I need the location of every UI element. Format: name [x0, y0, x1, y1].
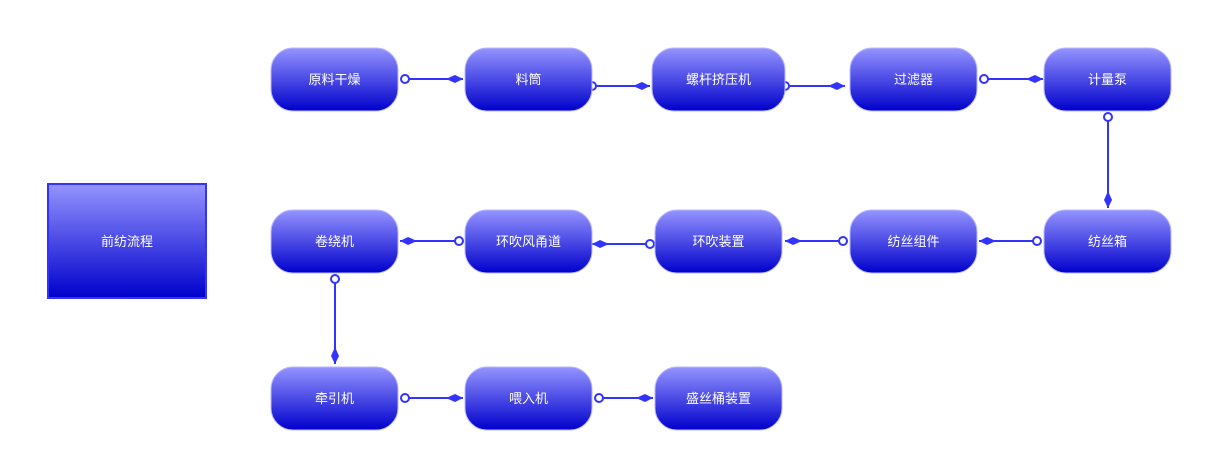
- node-n2[interactable]: 料筒: [464, 47, 593, 112]
- connector-n1-n2[interactable]: [400, 74, 463, 84]
- node-n7[interactable]: 纺丝组件: [849, 209, 978, 274]
- node-n3[interactable]: 螺杆挤压机: [651, 47, 786, 112]
- diamond-arrow-icon: [636, 394, 653, 402]
- connector-n12-n13[interactable]: [594, 393, 653, 403]
- connector-n2-n3[interactable]: [587, 81, 650, 91]
- node-label: 卷绕机: [315, 234, 354, 250]
- diamond-arrow-icon: [592, 240, 609, 248]
- diamond-arrow-icon: [785, 237, 802, 245]
- connector-n6-n7[interactable]: [979, 236, 1042, 246]
- node-label: 牵引机: [315, 392, 354, 407]
- circle-start-icon: [454, 236, 464, 246]
- node-label: 计量泵: [1088, 73, 1127, 88]
- node-n4[interactable]: 过滤器: [849, 47, 978, 112]
- circle-start-icon: [979, 74, 989, 84]
- connector-n7-n8[interactable]: [785, 236, 848, 246]
- node-n13[interactable]: 盛丝桶装置: [654, 366, 783, 431]
- node-label: 环吹风甬道: [496, 235, 561, 250]
- node-n12[interactable]: 喂入机: [464, 366, 593, 431]
- node-label: 喂入机: [509, 392, 548, 407]
- node-label: 原料干燥: [308, 73, 360, 88]
- node-n1[interactable]: 原料干燥: [270, 47, 399, 112]
- node-label: 螺杆挤压机: [686, 73, 751, 88]
- node-n5[interactable]: 计量泵: [1043, 47, 1172, 112]
- diamond-arrow-icon: [400, 237, 417, 245]
- circle-start-icon: [645, 239, 655, 249]
- connector-n9-n10[interactable]: [400, 236, 464, 246]
- node-label: 纺丝箱: [1088, 234, 1127, 250]
- node-label: 盛丝桶装置: [686, 392, 751, 407]
- connector-n5-n6[interactable]: [1103, 112, 1113, 208]
- node-label: 纺丝组件: [887, 235, 939, 250]
- node-n9[interactable]: 环吹风甬道: [464, 209, 593, 274]
- title-box[interactable]: 前纺流程: [47, 183, 207, 299]
- circle-start-icon: [400, 393, 410, 403]
- diamond-arrow-icon: [979, 237, 996, 245]
- title-box-label: 前纺流程: [101, 234, 153, 250]
- diamond-arrow-icon: [331, 347, 339, 364]
- diamond-arrow-icon: [446, 394, 463, 402]
- diamond-arrow-icon: [1026, 75, 1043, 83]
- node-label: 过滤器: [894, 73, 933, 88]
- diamond-arrow-icon: [633, 82, 650, 90]
- connector-n10-n11[interactable]: [330, 274, 340, 364]
- connector-n8-n9[interactable]: [592, 239, 655, 249]
- circle-start-icon: [1032, 236, 1042, 246]
- node-label: 料筒: [515, 72, 541, 88]
- node-n8[interactable]: 环吹装置: [654, 209, 783, 274]
- circle-start-icon: [400, 74, 410, 84]
- circle-start-icon: [838, 236, 848, 246]
- circle-start-icon: [1103, 112, 1113, 122]
- diamond-arrow-icon: [446, 75, 463, 83]
- connector-n11-n12[interactable]: [400, 393, 463, 403]
- connector-n3-n4[interactable]: [780, 81, 845, 91]
- connector-n4-n5[interactable]: [979, 74, 1043, 84]
- node-n11[interactable]: 牵引机: [270, 366, 399, 431]
- node-label: 环吹装置: [692, 235, 744, 250]
- node-n6[interactable]: 纺丝箱: [1043, 209, 1172, 274]
- node-n10[interactable]: 卷绕机: [270, 209, 399, 274]
- circle-start-icon: [594, 393, 604, 403]
- diamond-arrow-icon: [828, 82, 845, 90]
- diamond-arrow-icon: [1104, 191, 1112, 208]
- circle-start-icon: [330, 274, 340, 284]
